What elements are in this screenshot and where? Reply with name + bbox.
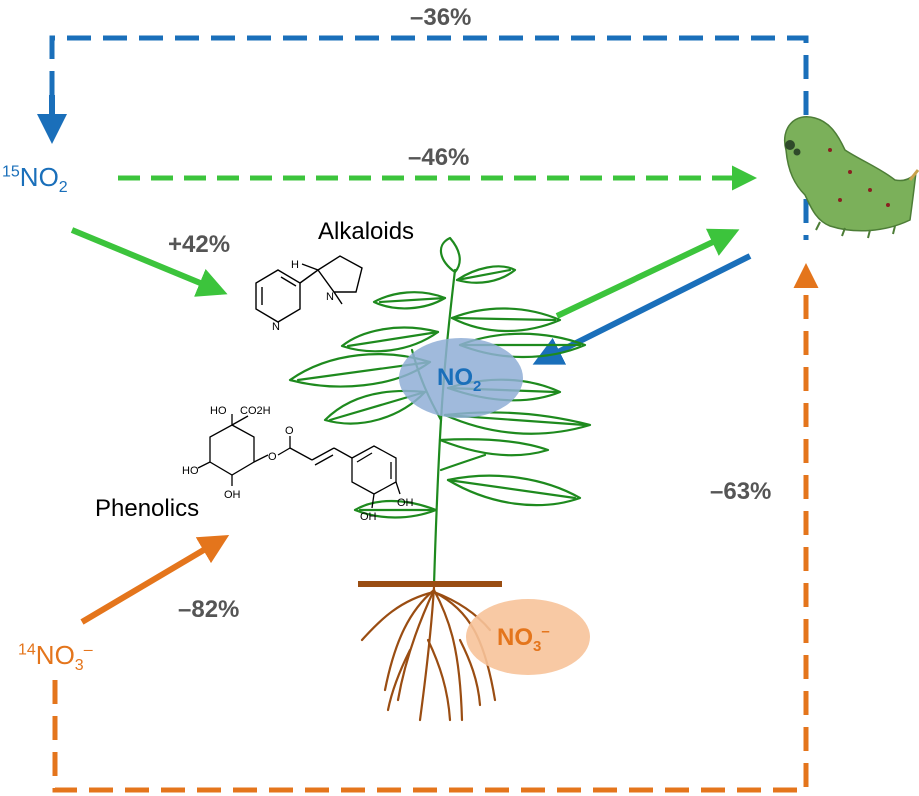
soil-line (358, 581, 502, 587)
percent-orange-to-caterpillar: –63% (710, 478, 772, 505)
chem-oh-ring1: OH (397, 497, 414, 509)
no3-source-base: NO (35, 640, 75, 670)
no2-ellipse (399, 338, 523, 418)
no3-source-label: 14NO3– (18, 642, 93, 674)
phenolics-label: Phenolics (95, 495, 200, 522)
chem-ho-top: HO (210, 405, 227, 417)
no3-source-charge: – (83, 641, 93, 659)
no2-leaf-sub: 2 (473, 377, 482, 395)
percent-orange-to-phenolics: –82% (178, 596, 240, 623)
alkaloids-label: Alkaloids (318, 218, 415, 245)
chem-oh-ring2: OH (360, 511, 377, 523)
plant-icon (288, 236, 592, 587)
chem-o-ester: O (268, 451, 277, 463)
no3-root-sub: 3 (533, 637, 542, 655)
nicotine-h: H (291, 259, 299, 271)
blue-dashed-loop (37, 35, 809, 240)
no2-source-sub: 2 (58, 179, 68, 197)
nicotine-structure (255, 255, 363, 323)
orange-dashed-loop (52, 263, 819, 793)
no3-ellipse (466, 599, 590, 675)
caterpillar-icon (784, 116, 919, 239)
phenolic-structure (197, 414, 401, 509)
green-arrow-to-alkaloids (70, 227, 228, 297)
chem-ho-left: HO (182, 465, 199, 477)
no2-leaf-base: NO (437, 364, 473, 391)
nicotine-n-methyl: N (326, 291, 334, 303)
no3-source-mass: 14 (18, 641, 36, 659)
no2-source-label: 15NO2 (2, 164, 68, 196)
chem-o-carbonyl: O (285, 425, 294, 437)
no2-source-base: NO (19, 162, 59, 192)
percent-blue-loop: –36% (410, 4, 472, 31)
percent-green-to-alkaloids: +42% (168, 231, 231, 258)
orange-arrow-to-phenolics (80, 534, 230, 625)
green-arrow-to-caterpillar (555, 228, 740, 319)
no2-source-mass: 15 (2, 163, 20, 181)
percent-green-to-caterpillar: –46% (408, 144, 470, 171)
chem-co2h: CO2H (240, 405, 271, 417)
nicotine-n-ring: N (272, 321, 280, 333)
no3-root-label: NO3– (497, 624, 550, 654)
no3-source-sub: 3 (74, 657, 84, 675)
chem-oh-bottom: OH (224, 489, 241, 501)
no3-root-charge: – (541, 623, 550, 640)
no2-leaf-label: NO2 (437, 366, 481, 394)
no3-root-base: NO (497, 624, 533, 651)
